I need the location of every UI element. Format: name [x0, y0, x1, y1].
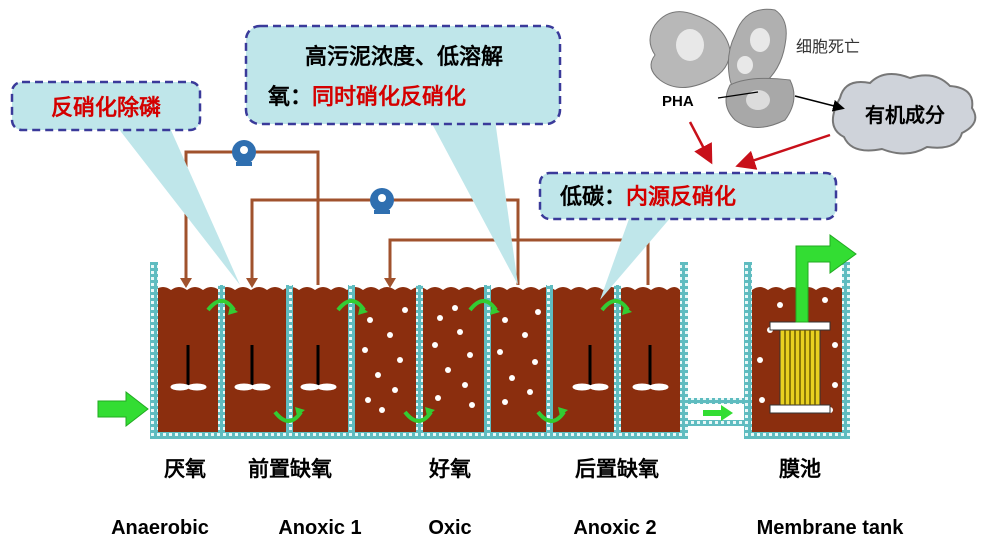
zone-en-anoxic1: Anoxic 1 [278, 517, 361, 539]
zone-en-anoxic2: Anoxic 2 [573, 517, 656, 539]
callout-denitrifying-p-removal [10, 80, 240, 285]
cell-to-organic-arrow [794, 95, 845, 112]
inlet-arrow [97, 390, 149, 428]
pump-1 [232, 140, 256, 166]
mixer-2 [234, 345, 271, 391]
mixer-5 [632, 345, 669, 391]
callout-2-red: 同时硝化反硝化 [312, 84, 466, 110]
callout-2-line1: 高污泥浓度、低溶解 [305, 44, 503, 70]
pha-label: PHA [662, 93, 694, 110]
membrane-module [769, 321, 831, 414]
callout-3-prefix: 低碳： [559, 185, 626, 210]
pump-2 [370, 188, 394, 214]
zone-en-oxic: Oxic [428, 517, 471, 539]
flow-arrowheads [228, 306, 632, 416]
zone-cn-anoxic1: 前置缺氧 [248, 457, 332, 481]
callout-1-text: 反硝化除磷 [51, 95, 161, 121]
callout-3-red: 内源反硝化 [626, 184, 736, 210]
callout-2-line2: 氧：同时硝化反硝化 [267, 84, 466, 110]
mixers [170, 345, 669, 391]
callout-3-text: 低碳：内源反硝化 [559, 184, 736, 210]
aeration-bubbles [362, 297, 838, 413]
organic-matter-label: 有机成分 [865, 103, 945, 127]
cell-death-label: 细胞死亡 [796, 37, 860, 56]
tank-walls [150, 262, 850, 439]
callout-low-carbon [538, 171, 838, 300]
sludge-body [155, 287, 844, 432]
permeate-arrow [795, 234, 857, 323]
mixer-3 [300, 345, 337, 391]
zone-cn-oxic: 好氧 [428, 457, 471, 481]
callout-high-sludge [244, 24, 562, 285]
organic-arrow [735, 133, 831, 170]
transfer-arrow [703, 405, 733, 421]
zone-cn-anaerobic: 厌氧 [164, 457, 206, 481]
zone-en-membrane: Membrane tank [757, 517, 905, 539]
pha-arrow [688, 121, 713, 165]
microscopy-cells [649, 8, 795, 128]
mixer-1 [170, 345, 207, 391]
zone-cn-membrane: 膜池 [779, 457, 821, 481]
callout-2-prefix: 氧： [267, 85, 312, 110]
pha-pointer [717, 91, 759, 99]
pipe-arrowheads [180, 278, 396, 288]
organic-matter-cloud [832, 73, 977, 155]
flow-arrows [206, 299, 630, 423]
zone-en-anaerobic: Anaerobic [111, 517, 209, 539]
zone-cn-anoxic2: 后置缺氧 [575, 457, 659, 481]
mixer-4 [572, 345, 609, 391]
